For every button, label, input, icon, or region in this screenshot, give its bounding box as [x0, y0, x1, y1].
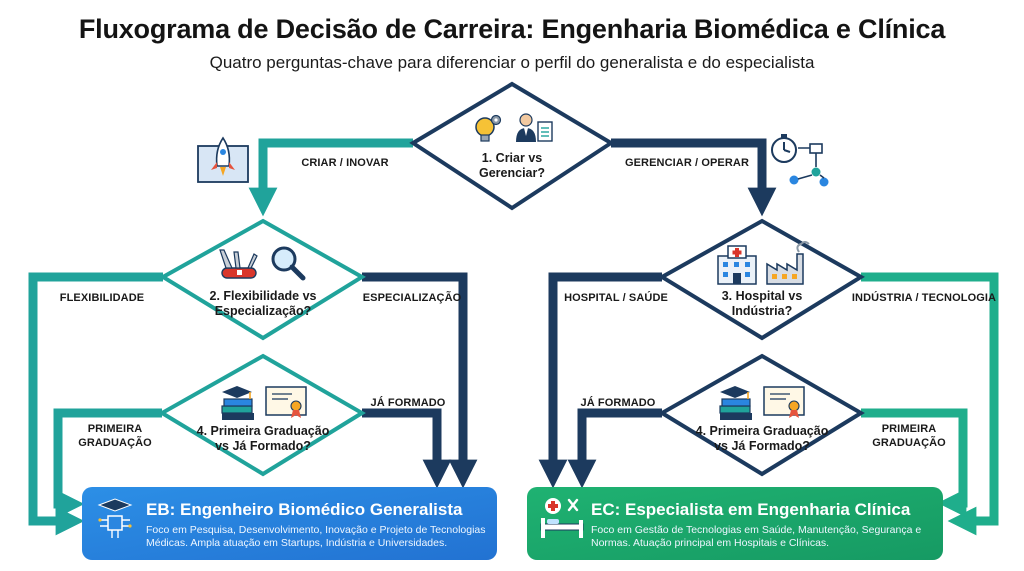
outcome-eb: EB: Engenheiro Biomédico Generalista Foc…	[82, 487, 497, 560]
hospital-icon	[717, 245, 757, 285]
q3-label: 3. Hospital vs Indústria?	[721, 289, 803, 318]
edge-label-ja-formado-left: JÁ FORMADO	[370, 397, 446, 409]
outcome-ec-title: EC: Especialista em Engenharia Clínica	[591, 500, 911, 519]
outcome-ec: EC: Especialista em Engenharia Clínica F…	[527, 487, 943, 560]
factory-icon	[766, 241, 810, 285]
edge-hospital	[538, 272, 662, 489]
page-subtitle: Quatro perguntas-chave para diferenciar …	[209, 53, 815, 72]
decision-q3	[658, 218, 865, 341]
edge-label-industria: INDÚSTRIA / TECNOLOGIA	[851, 292, 997, 304]
outcome-ec-desc: Foco em Gestão de Tecnologias em Saúde, …	[591, 524, 922, 549]
edge-industria	[861, 272, 999, 536]
outcome-eb-desc: Foco em Pesquisa, Desenvolvimento, Inova…	[146, 524, 486, 549]
q4-right-label: 4. Primeira Graduação vs Já Formado?	[695, 424, 829, 453]
outcome-eb-title: EB: Engenheiro Biomédico Generalista	[146, 500, 463, 519]
edge-label-ja-formado-right: JÁ FORMADO	[580, 397, 656, 409]
edge-gerenciar	[611, 138, 777, 217]
lightbulb-gear-icon	[475, 114, 502, 142]
edge-flexibilidade	[28, 272, 163, 536]
decision-q4-right	[658, 353, 865, 477]
magnifier-icon	[271, 246, 306, 281]
decision-q4-left	[158, 353, 366, 477]
books-graduation-icon	[221, 386, 254, 420]
q2-label: 2. Flexibilidade vs Especialização?	[209, 289, 317, 318]
edge-label-gerenciar: GERENCIAR / OPERAR	[624, 157, 750, 169]
edge-ja-formado-right	[567, 408, 662, 489]
edge-criar	[248, 138, 413, 217]
businessman-clipboard-icon	[516, 113, 553, 142]
edge-label-flexibilidade: FLEXIBILIDADE	[59, 292, 145, 304]
edge-label-criar: CRIAR / INOVAR	[301, 157, 389, 169]
outcome-ec-card	[527, 487, 943, 560]
swiss-knife-icon	[219, 249, 258, 279]
q1-label: 1. Criar vs Gerenciar?	[478, 151, 545, 180]
edge-primeira-right	[861, 408, 968, 518]
books-graduation-icon	[719, 386, 752, 420]
edge-label-hospital: HOSPITAL / SAÚDE	[564, 292, 668, 304]
diploma-icon	[763, 386, 805, 418]
edge-label-primeira-left: PRIMEIRA GRADUAÇÃO	[78, 423, 152, 449]
stopwatch-flowchart-icon	[771, 134, 829, 187]
edge-label-especializacao: ESPECIALIZAÇÃO	[362, 292, 462, 304]
edge-ja-formado-left	[362, 408, 452, 489]
outcome-eb-card	[82, 487, 497, 560]
decision-q2	[159, 218, 366, 341]
edge-label-primeira-right: PRIMEIRA GRADUAÇÃO	[872, 423, 946, 449]
circuit-graduation-icon	[97, 498, 133, 538]
page-title: Fluxograma de Decisão de Carreira: Engen…	[78, 14, 946, 44]
decision-q1	[409, 81, 615, 211]
hospital-bed-tools-icon	[540, 498, 584, 538]
edge-primeira-left	[53, 408, 162, 519]
diploma-icon	[265, 386, 307, 418]
edge-especializacao	[362, 272, 478, 489]
rocket-blueprint-icon	[197, 136, 249, 183]
q4-left-label: 4. Primeira Graduação vs Já Formado?	[196, 424, 330, 453]
